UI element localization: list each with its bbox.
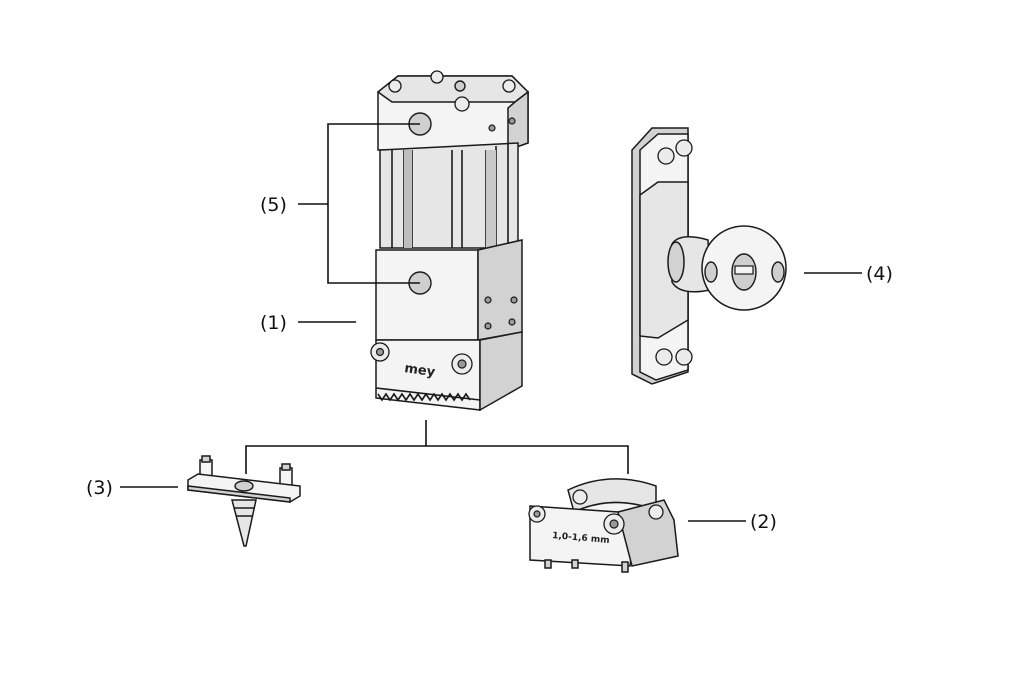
callout-5: (5) xyxy=(260,194,287,216)
part-4-ball-mount-plate xyxy=(631,127,787,385)
part-1-cylinder-body: mey xyxy=(370,70,530,412)
part-3-needle-nozzle xyxy=(187,455,301,547)
callout-4: (4) xyxy=(866,263,893,285)
callout-1: (1) xyxy=(260,312,287,334)
leader-lines xyxy=(120,123,862,522)
size-engraving: 1,0-1,6 mm xyxy=(552,531,610,546)
callout-3: (3) xyxy=(86,477,113,499)
part-2-clamp-adapter: 1,0-1,6 mm xyxy=(528,478,679,573)
brand-engraving: mey xyxy=(403,361,436,380)
callout-2: (2) xyxy=(750,511,777,533)
